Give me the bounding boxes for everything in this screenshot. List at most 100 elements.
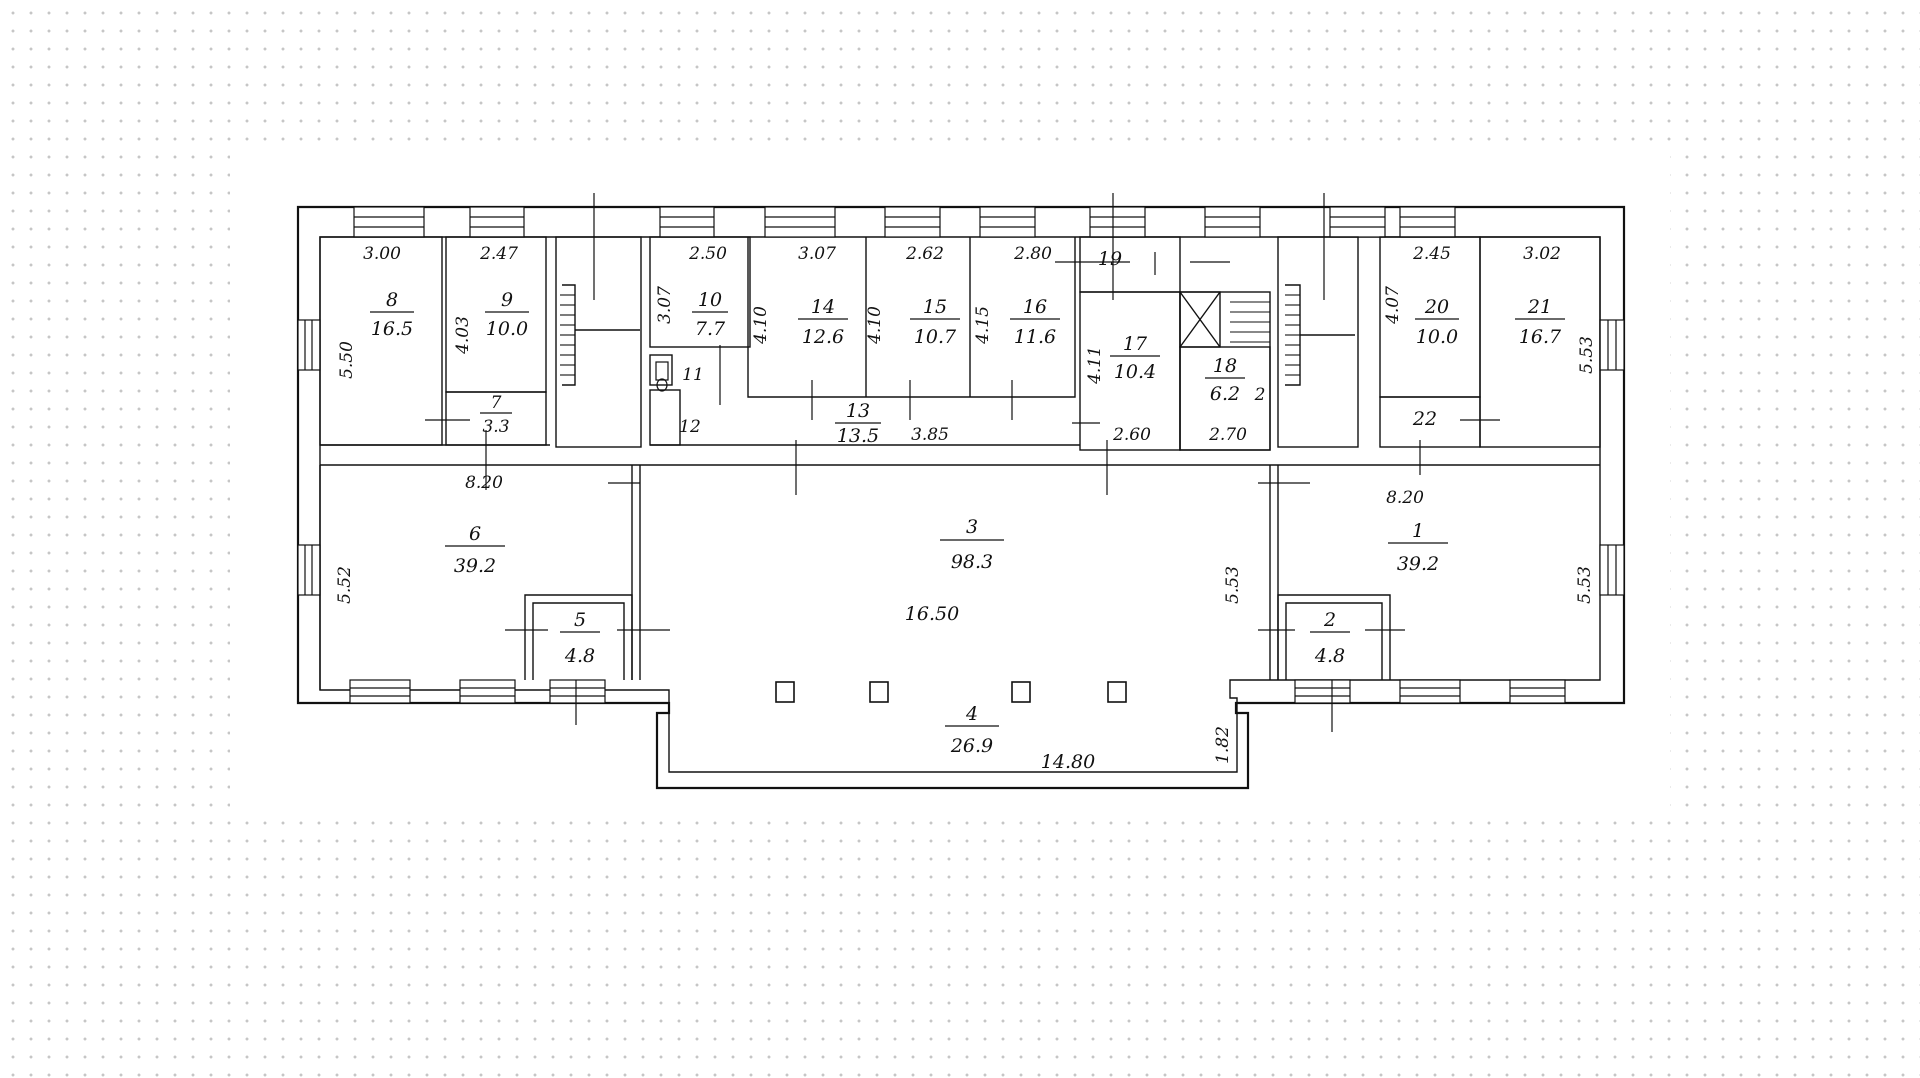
- room-number: 5: [574, 609, 586, 631]
- room-area: 7.7: [695, 318, 726, 340]
- room-number: 22: [1412, 408, 1437, 430]
- room-area: 98.3: [951, 551, 993, 573]
- room-8: 8 16.5: [370, 289, 414, 340]
- dimension-label: 4.10: [865, 306, 885, 345]
- columns: [775, 681, 1127, 703]
- stair-left: [560, 284, 640, 386]
- room-area: 26.9: [950, 735, 993, 757]
- room-number: 16: [1023, 296, 1047, 318]
- room-number: 19: [1098, 248, 1122, 270]
- room-9: 9 10.0: [485, 289, 529, 340]
- room-14: 14 12.6: [798, 296, 848, 348]
- room-area: 4.8: [1314, 645, 1345, 667]
- axis-ticks: [425, 193, 1500, 732]
- dimension-label: 2.80: [1013, 244, 1052, 264]
- room-number: 7: [491, 393, 502, 413]
- stair-center: [1230, 291, 1270, 343]
- room-5: 5 4.8: [560, 609, 600, 667]
- room-11: 11: [682, 365, 704, 385]
- room-2: 2 4.8: [1310, 609, 1350, 667]
- room-4: 4 26.9: [945, 703, 999, 757]
- room-area: 11.6: [1014, 326, 1056, 348]
- dimension-label: 2.70: [1208, 425, 1247, 445]
- room-7: 7 3.3: [480, 393, 512, 437]
- room-area: 4.8: [564, 645, 595, 667]
- dimension-label: 5.52: [335, 566, 355, 604]
- room-number: 17: [1123, 333, 1148, 355]
- room-20: 20 10.0: [1415, 296, 1459, 348]
- room-labels: 8 16.5 9 10.0 7 3.3 10 7.7 11 12 14 12.: [370, 248, 1565, 757]
- room-number: 8: [386, 289, 398, 311]
- room-19: 19: [1098, 248, 1122, 270]
- toilet-fixture: [655, 361, 669, 392]
- dimension-label: 16.50: [905, 603, 959, 625]
- room-1: 1 39.2: [1388, 520, 1448, 575]
- room-number: 1: [1412, 520, 1424, 542]
- dimension-label: 3.85: [911, 425, 949, 445]
- dimension-label: 5.53: [1575, 566, 1595, 604]
- room-area: 3.3: [482, 417, 509, 437]
- room-area: 12.6: [802, 326, 844, 348]
- room-12: 12: [679, 417, 701, 437]
- room-16: 16 11.6: [1010, 296, 1060, 348]
- dimension-label: 2.62: [905, 244, 944, 264]
- room-number: 13: [846, 400, 870, 422]
- room-number: 10: [698, 289, 722, 311]
- dimension-label: 4.07: [1383, 286, 1403, 325]
- room-area: 16.5: [371, 318, 413, 340]
- dimension-label: 3.00: [363, 244, 401, 264]
- room-number: 4: [965, 703, 978, 725]
- dimension-label: 3.07: [655, 286, 675, 324]
- room-13: 13 13.5: [835, 400, 881, 447]
- dimension-label: 4.03: [453, 316, 473, 355]
- stair-right: [1285, 284, 1355, 386]
- room-area: 16.7: [1519, 326, 1562, 348]
- dimension-label: 2.45: [1412, 244, 1451, 264]
- dimension-label: 3.02: [1523, 244, 1561, 264]
- dimension-label: 4.15: [973, 306, 993, 345]
- dimension-label: 2.60: [1112, 425, 1151, 445]
- room-3: 3 98.3: [940, 516, 1004, 573]
- room-area: 10.4: [1114, 361, 1156, 383]
- dimension-label: 5.53: [1223, 566, 1243, 604]
- room-15: 15 10.7: [910, 296, 960, 348]
- room-area: 6.2: [1210, 383, 1240, 405]
- dimension-label: 4.10: [751, 306, 771, 345]
- room-area: 39.2: [1397, 553, 1439, 575]
- room-10: 10 7.7: [692, 289, 728, 340]
- room-number: 2: [1323, 609, 1336, 631]
- dimension-label: 8.20: [465, 473, 503, 493]
- dimension-label: 5.53: [1577, 336, 1597, 374]
- room-number: 6: [469, 523, 481, 545]
- room-6: 6 39.2: [445, 523, 505, 577]
- room-area: 10.0: [1416, 326, 1458, 348]
- room-18: 18 6.2: [1205, 355, 1245, 405]
- dimension-label: 4.11: [1085, 346, 1105, 385]
- dimension-label: 1.82: [1213, 726, 1233, 764]
- room-number: 12: [679, 417, 701, 437]
- column: [869, 681, 889, 703]
- room-number: 18: [1213, 355, 1237, 377]
- room-number: 3: [966, 516, 978, 538]
- room-21: 21 16.7: [1515, 296, 1565, 348]
- dimension-label: 5.50: [337, 341, 357, 379]
- dimension-label: 14.80: [1041, 751, 1095, 773]
- column: [1107, 681, 1127, 703]
- room-number: 21: [1527, 296, 1552, 318]
- dimension-label: 3.07: [798, 244, 836, 264]
- dimension-label: 2: [1254, 385, 1266, 405]
- dimension-label: 2.47: [479, 244, 518, 264]
- dimension-label: 8.20: [1386, 488, 1424, 508]
- room-number: 14: [811, 296, 835, 318]
- column: [775, 681, 795, 703]
- room-17: 17 10.4: [1110, 333, 1160, 383]
- room-area: 39.2: [454, 555, 496, 577]
- dimension-labels: 3.00 2.47 5.50 4.03 2.50 3.07 3.07 2.62 …: [335, 244, 1597, 773]
- room-area: 10.0: [486, 318, 528, 340]
- room-22: 22: [1412, 408, 1437, 430]
- room-area: 10.7: [914, 326, 957, 348]
- room-number: 9: [501, 289, 513, 311]
- room-number: 15: [923, 296, 947, 318]
- windows: [297, 206, 1625, 704]
